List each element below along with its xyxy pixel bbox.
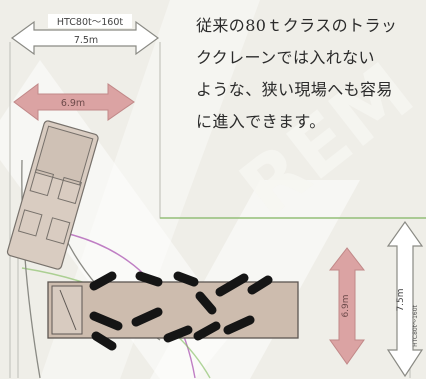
right-pink-dimension: 6.9m — [328, 247, 366, 365]
right-outline-model-label: HTC80t〜160t — [412, 304, 419, 346]
description-text: 従来の80ｔクラスのトラッ ククレーンでは入れない ような、狭い現場へも容易 に… — [196, 10, 424, 138]
mid-span-dimension: 6.9m — [13, 83, 135, 121]
top-span-dimension: HTC80t〜160t 7.5m — [10, 14, 160, 56]
mid-span-width-label: 6.9m — [61, 98, 85, 109]
crane-vehicle-parked — [47, 281, 299, 339]
right-outline-width-label: 7.5m — [396, 288, 406, 311]
description-line: ような、狭い現場へも容易 — [196, 80, 393, 99]
description-line: に進入できます。 — [196, 112, 326, 131]
description-line: 従来の80ｔクラスのトラッ — [196, 16, 398, 35]
right-outline-dimension: 7.5m HTC80t〜160t — [386, 220, 424, 378]
crane-vehicle-turning — [6, 120, 99, 270]
top-span-model-label: HTC80t〜160t — [57, 17, 123, 28]
right-pink-label: 6.9m — [341, 294, 351, 317]
outriggers — [89, 271, 273, 351]
top-span-width-label: 7.5m — [74, 35, 98, 46]
description-line: ククレーンでは入れない — [196, 48, 375, 67]
